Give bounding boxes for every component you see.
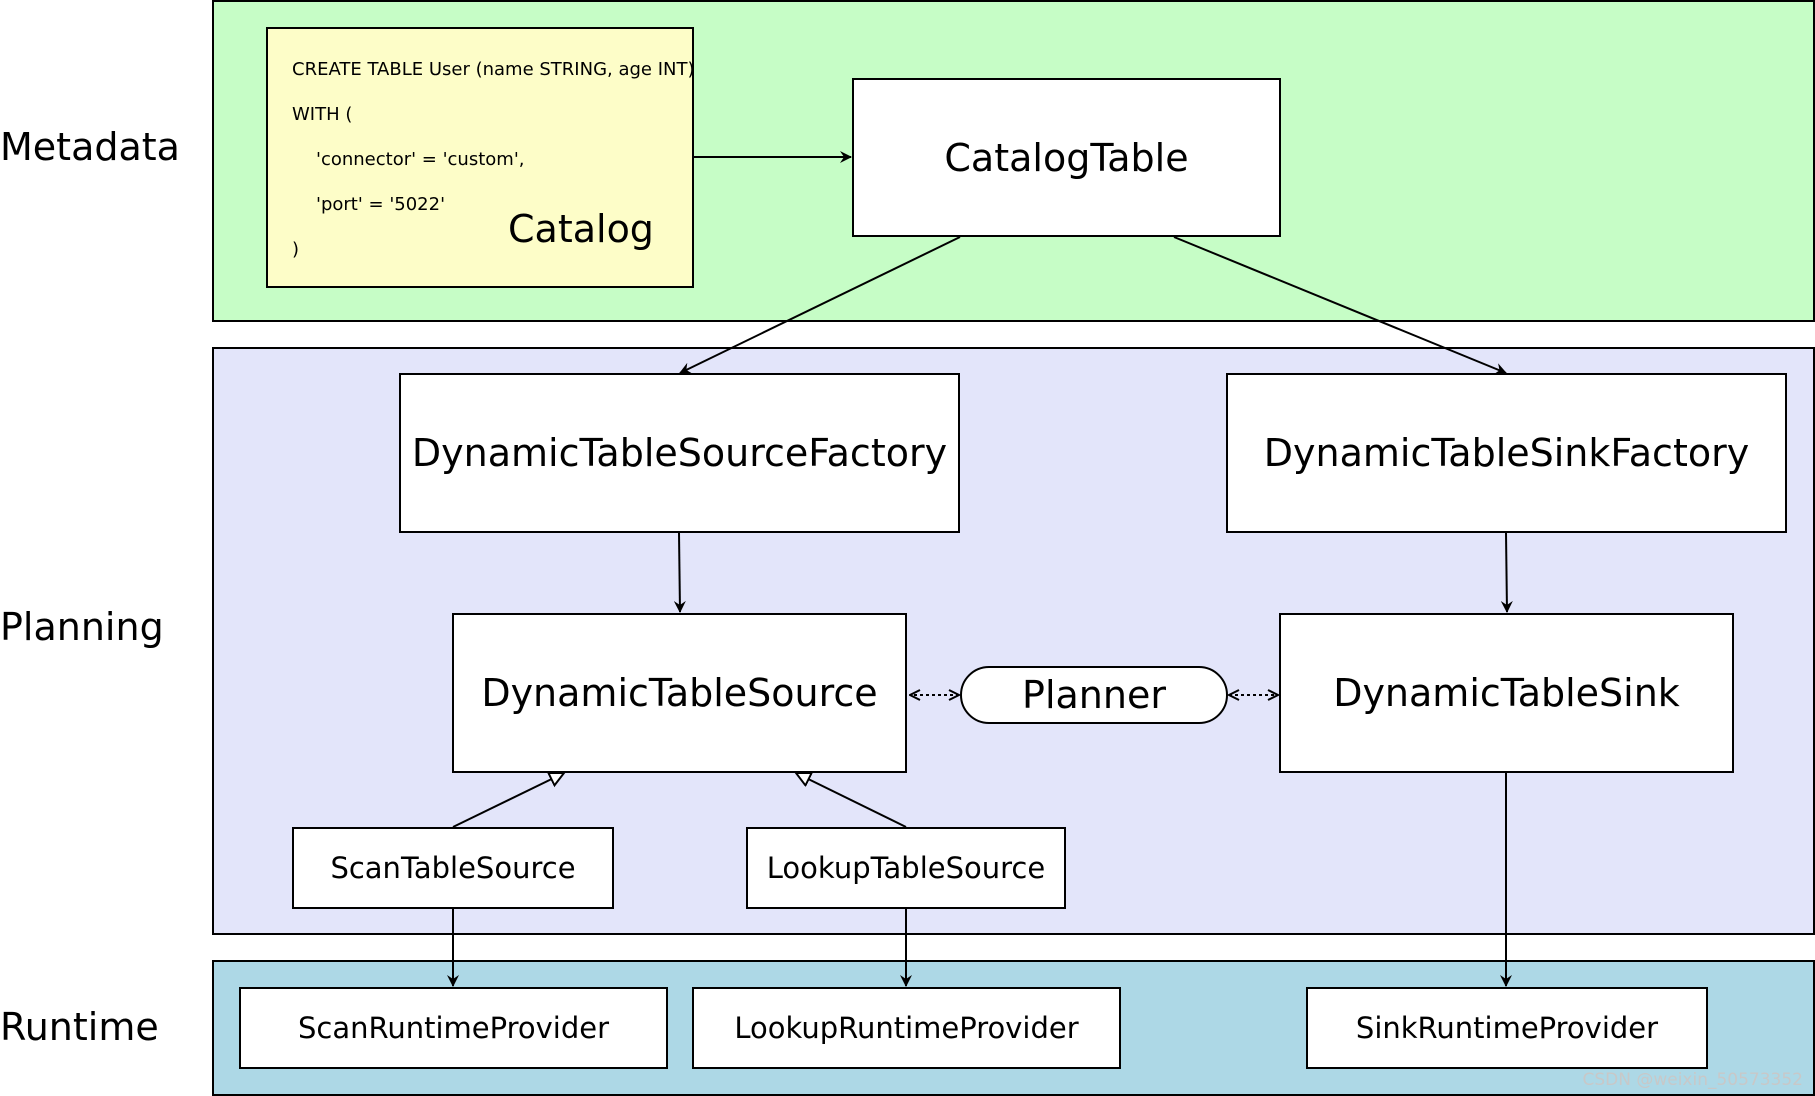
table-source-node: DynamicTableSource xyxy=(452,613,907,773)
sink-runtime-node: SinkRuntimeProvider xyxy=(1306,987,1708,1069)
sink-factory-node: DynamicTableSinkFactory xyxy=(1226,373,1787,533)
catalog-label: Catalog xyxy=(508,207,654,251)
scan-source-node: ScanTableSource xyxy=(292,827,614,909)
lookup-source-node: LookupTableSource xyxy=(746,827,1066,909)
runtime-layer-label: Runtime xyxy=(0,1005,159,1049)
code-line: 'connector' = 'custom', xyxy=(316,149,525,170)
planner-node: Planner xyxy=(960,666,1228,724)
planning-layer-label: Planning xyxy=(0,605,164,649)
source-factory-node: DynamicTableSourceFactory xyxy=(399,373,960,533)
code-line: ) xyxy=(292,239,300,260)
metadata-layer-label: Metadata xyxy=(0,125,180,169)
catalog-table-node: CatalogTable xyxy=(852,78,1281,237)
lookup-runtime-node: LookupRuntimeProvider xyxy=(692,987,1121,1069)
code-line: WITH ( xyxy=(292,104,353,125)
watermark-text: CSDN @weixin_50573352 xyxy=(1582,1070,1803,1090)
code-line: 'port' = '5022' xyxy=(316,194,446,215)
catalog-note: CREATE TABLE User (name STRING, age INT)… xyxy=(266,27,695,288)
table-sink-node: DynamicTableSink xyxy=(1279,613,1734,773)
scan-runtime-node: ScanRuntimeProvider xyxy=(239,987,668,1069)
code-line: CREATE TABLE User (name STRING, age INT) xyxy=(292,59,695,80)
